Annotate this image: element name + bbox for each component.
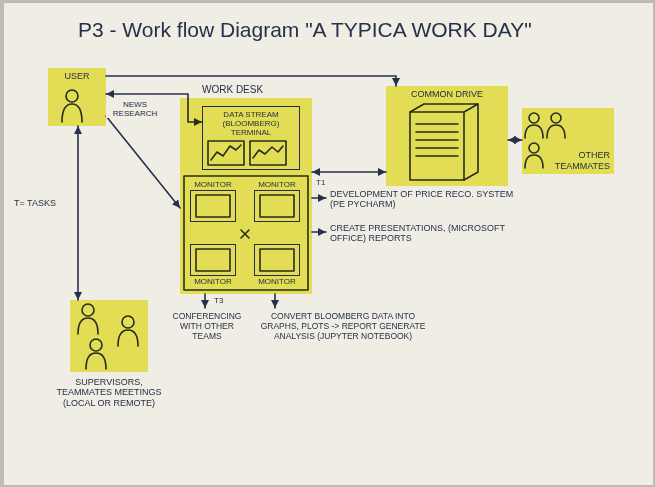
edge-label: NEWS RESEARCH (106, 100, 164, 118)
task-arrow (204, 294, 206, 308)
task-note: DEVELOPMENT OF PRICE RECO. SYSTEM (PE PY… (330, 189, 530, 210)
node-label: WORK DESK (202, 84, 263, 96)
legend-note: T= TASKS (14, 198, 56, 208)
connector-arrow (77, 126, 79, 300)
task-number: T3 (214, 296, 223, 305)
node-label: MONITOR (185, 180, 241, 189)
diagram-title: P3 - Work flow Diagram "A TYPICA WORK DA… (78, 18, 532, 42)
task-number: T1 (316, 178, 325, 187)
node-label: MONITOR (249, 277, 305, 286)
node-label: OTHER TEAMMATES (548, 150, 610, 171)
node-label: MONITOR (185, 277, 241, 286)
node-label: SUPERVISORS, TEAMMATES MEETINGS (LOCAL O… (49, 377, 169, 408)
work-desk-area: WORK DESKDATA STREAM (BLOOMBERG) TERMINA… (180, 98, 312, 294)
monitor-box: MONITOR (254, 190, 300, 222)
meetings-box: SUPERVISORS, TEAMMATES MEETINGS (LOCAL O… (70, 300, 148, 372)
monitor-box: MONITOR (190, 244, 236, 276)
task-note: CREATE PRESENTATIONS, (MICROSOFT OFFICE)… (330, 223, 530, 244)
teammates-box: OTHER TEAMMATES (522, 108, 614, 174)
node-label: USER (48, 68, 106, 81)
user-box: USER (48, 68, 106, 126)
node-label: DATA STREAM (BLOOMBERG) TERMINAL (203, 107, 299, 138)
terminal-screen: DATA STREAM (BLOOMBERG) TERMINAL (202, 106, 300, 170)
task-arrow (274, 294, 276, 308)
monitor-box: MONITOR (254, 244, 300, 276)
task-note: CONVERT BLOOMBERG DATA INTO GRAPHS, PLOT… (258, 312, 428, 341)
connector-arrow (508, 139, 522, 141)
task-note: CONFERENCING WITH OTHER TEAMS (168, 312, 246, 341)
connector-arrow (312, 171, 386, 173)
paper-sheet (4, 3, 653, 485)
monitor-box: MONITOR (190, 190, 236, 222)
node-label: COMMON DRIVE (386, 86, 508, 99)
connector-arrow (106, 116, 180, 208)
task-arrow (312, 231, 326, 233)
common-drive-box: COMMON DRIVE (386, 86, 508, 186)
task-arrow (312, 197, 326, 199)
node-label: MONITOR (249, 180, 305, 189)
